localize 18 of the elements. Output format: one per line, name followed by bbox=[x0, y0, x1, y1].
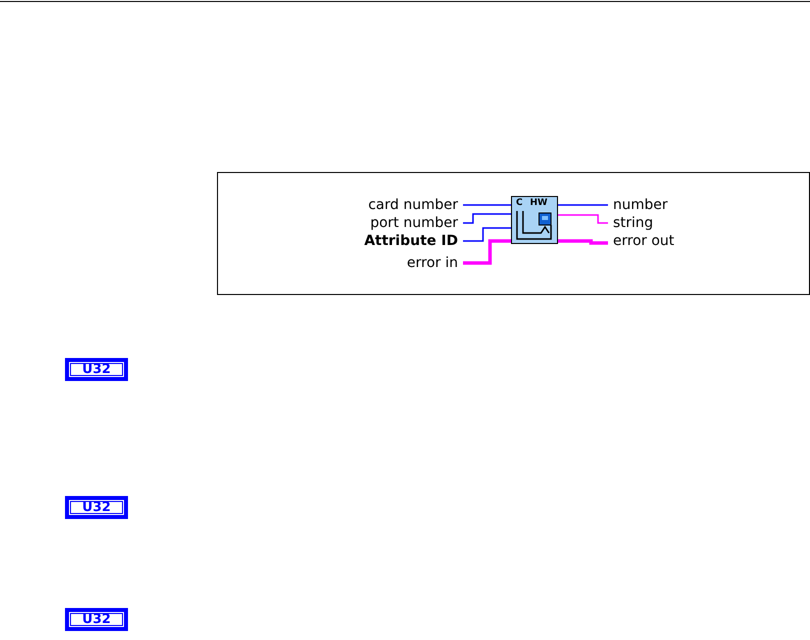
vi-icon bbox=[511, 196, 558, 244]
wire bbox=[463, 204, 511, 206]
panel-frame bbox=[217, 172, 810, 295]
wire bbox=[558, 239, 608, 245]
wire bbox=[463, 239, 511, 265]
wire bbox=[463, 213, 511, 224]
icon-caption: HW bbox=[530, 198, 548, 208]
terminal-label: number bbox=[613, 197, 733, 213]
terminal-label: card number bbox=[218, 197, 458, 213]
terminal-label: string bbox=[613, 215, 733, 231]
wire bbox=[463, 227, 511, 242]
terminal-label: error out bbox=[613, 233, 733, 249]
terminal-label: port number bbox=[218, 215, 458, 231]
icon-letter: C bbox=[516, 198, 523, 208]
wire bbox=[558, 204, 608, 206]
terminal-label: error in bbox=[218, 255, 458, 271]
wire bbox=[558, 214, 608, 224]
terminal-label: Attribute ID bbox=[218, 233, 458, 249]
